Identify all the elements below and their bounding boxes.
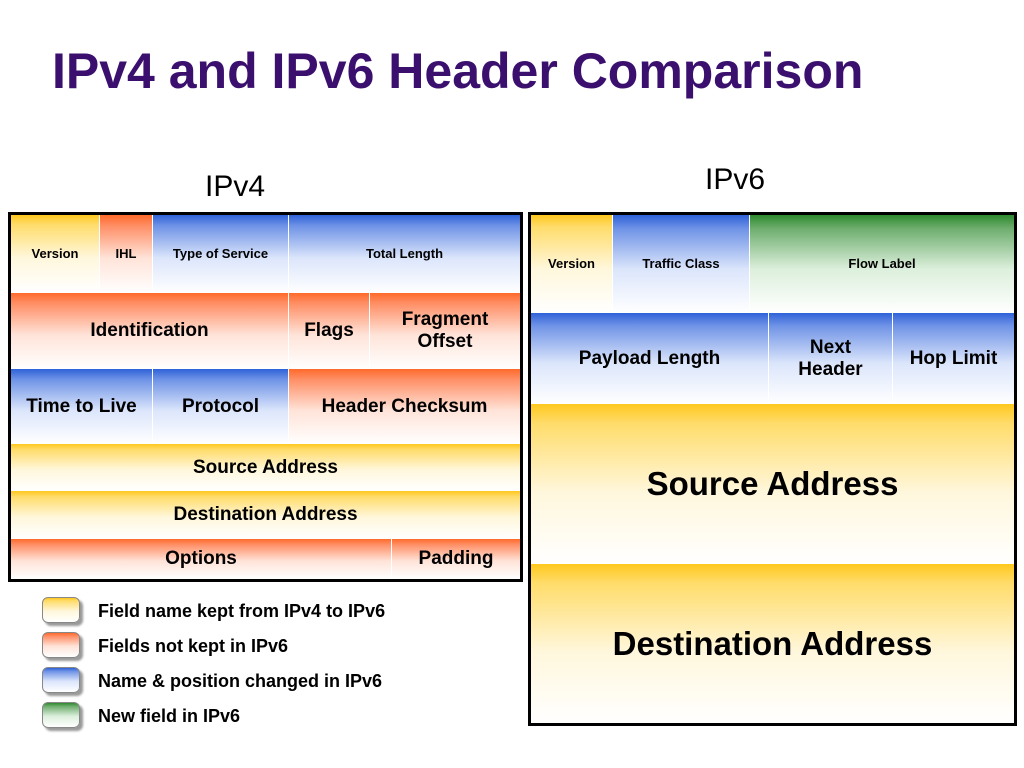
legend-label-kept: Field name kept from IPv4 to IPv6 [98,601,386,621]
ipv4-destination-address-field: Destination Address [11,491,520,539]
ipv4-type-of-service-field: Type of Service [153,215,289,293]
ipv4-header-table: Version IHL Type of Service Total Length… [8,212,523,582]
page-title: IPv4 and IPv6 Header Comparison [52,43,864,99]
ipv6-header-table: Version Traffic Class Flow Label Payload… [528,212,1017,726]
legend-item-new: New field in IPv6 [42,702,462,732]
legend-label-changed: Name & position changed in IPv6 [98,671,383,691]
ipv4-options-field: Options [11,539,392,579]
ipv4-padding-field: Padding [392,539,520,579]
ipv4-header-checksum-field: Header Checksum [289,369,520,444]
ipv4-identification-field: Identification [11,293,289,369]
ipv6-traffic-class-field: Traffic Class [613,215,750,313]
green-swatch-icon [42,702,80,728]
ipv4-fragment-offset-field: Fragment Offset [370,293,520,369]
ipv4-source-address-field: Source Address [11,444,520,491]
legend-item-changed: Name & position changed in IPv6 [42,667,462,697]
ipv4-protocol-field: Protocol [153,369,289,444]
red-swatch-icon [42,632,80,658]
ipv6-destination-address-field: Destination Address [531,564,1014,723]
ipv4-time-to-live-field: Time to Live [11,369,153,444]
ipv6-payload-length-field: Payload Length [531,313,769,404]
ipv6-version-field: Version [531,215,613,313]
ipv6-source-address-field: Source Address [531,404,1014,564]
legend-item-not-kept: Fields not kept in IPv6 [42,632,462,662]
ipv4-ihl-field: IHL [100,215,153,293]
ipv4-total-length-field: Total Length [289,215,520,293]
ipv4-heading: IPv4 [205,170,266,203]
ipv4-flags-field: Flags [289,293,370,369]
ipv6-heading: IPv6 [705,163,766,196]
legend-item-kept: Field name kept from IPv4 to IPv6 [42,597,462,627]
ipv4-version-field: Version [11,215,100,293]
legend-label-new: New field in IPv6 [98,706,241,726]
blue-swatch-icon [42,667,80,693]
ipv6-flow-label-field: Flow Label [750,215,1014,313]
ipv6-hop-limit-field: Hop Limit [893,313,1014,404]
legend-label-not-kept: Fields not kept in IPv6 [98,636,289,656]
yellow-swatch-icon [42,597,80,623]
ipv6-next-header-field: Next Header [769,313,893,404]
